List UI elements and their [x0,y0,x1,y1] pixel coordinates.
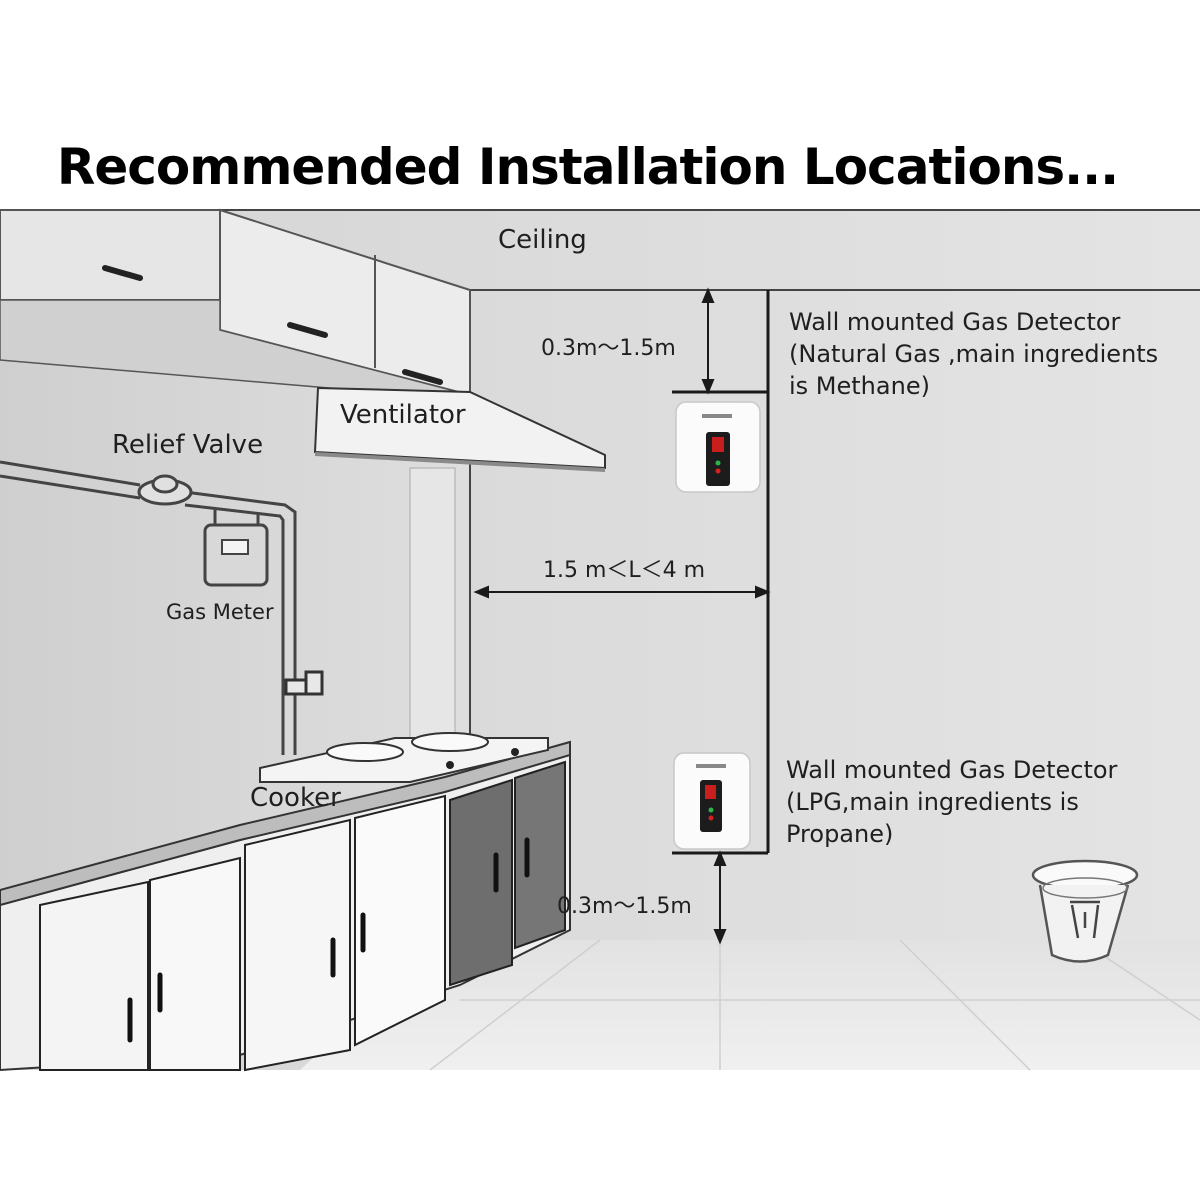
bottom-distance-label: 0.3m～1.5m [557,894,692,919]
detector-upper-line2: (Natural Gas ,main ingredients [789,340,1159,368]
base-cabinets [0,740,571,1072]
ventilator-label: Ventilator [340,400,466,430]
upper-cabinets [0,208,471,401]
floor [300,940,1200,1070]
trash-can-icon [1031,859,1139,963]
detector-lower-line2: (LPG,main ingredients is [786,788,1079,816]
detector-upper-description: Wall mounted Gas Detector (Natural Gas ,… [789,306,1158,402]
floor-tiles [429,939,1200,1071]
relief-valve-label: Relief Valve [112,430,264,460]
dimension-arrows [473,287,771,945]
ceiling-label: Ceiling [498,225,587,255]
cooker [259,732,549,783]
gas-pipe [0,460,297,755]
gas-meter-label: Gas Meter [166,600,274,624]
detector-lower-description: Wall mounted Gas Detector (LPG,main ingr… [786,754,1117,850]
detector-upper-line3: is Methane) [789,372,930,400]
top-distance-label: 0.3m～1.5m [541,336,676,361]
detector-lower-line3: Propane) [786,820,894,848]
gas-detector-lower-icon [673,752,751,850]
gas-meter-icon [203,510,269,587]
horizontal-distance-label: 1.5 m＜L＜4 m [543,558,706,583]
detector-upper-line1: Wall mounted Gas Detector [789,308,1121,336]
ventilator-hood [313,386,606,759]
detector-lower-line1: Wall mounted Gas Detector [786,756,1118,784]
gas-detector-icon [675,401,761,493]
pipe-valve [284,670,324,696]
relief-valve-icon [137,474,193,506]
cooker-label: Cooker [250,783,341,813]
page-title: Recommended Installation Locations... [56,138,1119,196]
